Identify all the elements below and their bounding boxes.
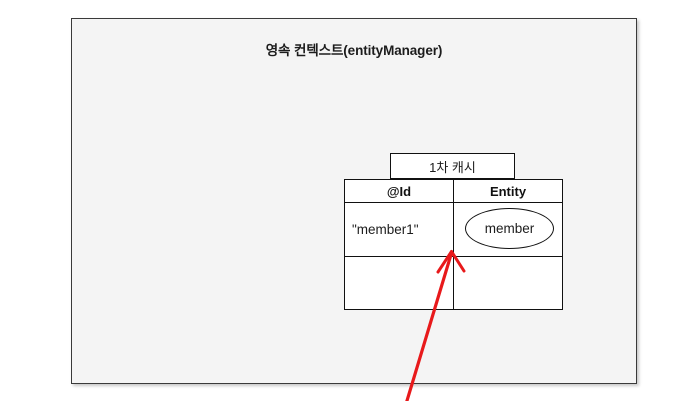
cache-tab-label-box: 1차 캐시 (390, 153, 515, 179)
cell-entity-member: member (453, 202, 563, 257)
table-row: "member1" member (344, 202, 563, 257)
cell-id-member1: "member1" (344, 202, 454, 257)
table-row (344, 256, 563, 310)
cell-entity-empty (453, 256, 563, 310)
entity-ellipse-member: member (465, 208, 554, 249)
column-header-entity: Entity (453, 179, 563, 203)
entity-ellipse-label: member (484, 221, 535, 236)
slide-frame: 영속 컨텍스트(entityManager) 1차 캐시 @Id Entity … (71, 18, 637, 384)
page-title: 영속 컨텍스트(entityManager) (265, 43, 443, 58)
cache-table: @Id Entity "member1" member (344, 179, 563, 310)
column-header-id: @Id (344, 179, 454, 203)
table-header-row: @Id Entity (344, 179, 563, 203)
cache-tab-label: 1차 캐시 (429, 159, 476, 175)
cell-id-empty (344, 256, 454, 310)
